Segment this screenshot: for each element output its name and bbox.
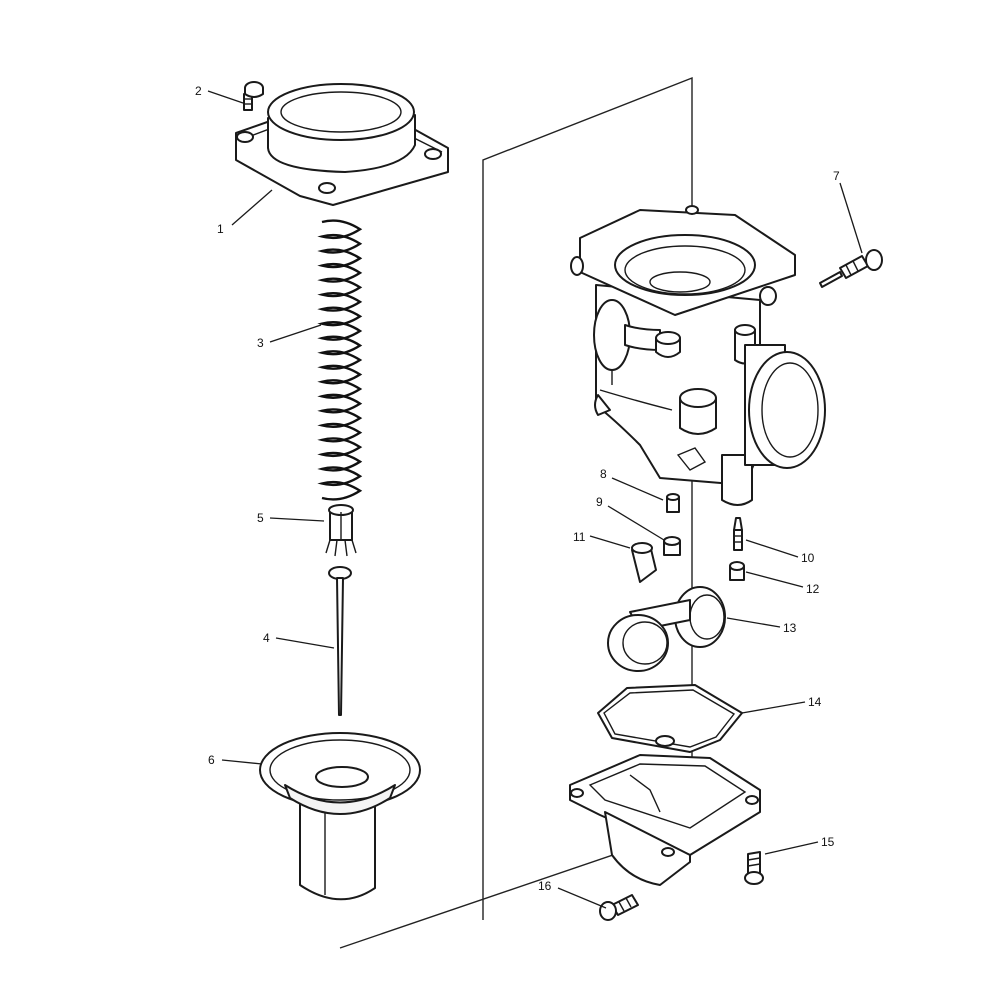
- callout-6: 6: [208, 753, 215, 767]
- callout-12: 12: [806, 582, 820, 596]
- float-bowl-gasket-part: [597, 684, 743, 753]
- callout-7: 7: [833, 169, 840, 183]
- callout-10: 10: [801, 551, 815, 565]
- bowl-screw-part: [744, 851, 764, 885]
- leader-11: [589, 535, 631, 549]
- callout-8: 8: [600, 467, 607, 481]
- leader-14: [741, 701, 806, 714]
- jet-holder-part: [663, 536, 681, 556]
- spring-part: [317, 219, 363, 501]
- diaphragm-slide-part: [259, 732, 421, 901]
- callout-15: 15: [821, 835, 835, 849]
- callout-labels: 1 2 3 4 5 6 7 8 9 10 11 12 13 14 15 16: [195, 84, 840, 893]
- leader-12: [745, 571, 804, 588]
- callout-9: 9: [596, 495, 603, 509]
- float-bowl-part: [569, 754, 761, 886]
- leader-3: [269, 324, 322, 343]
- needle-jet-part: [631, 542, 657, 583]
- callout-5: 5: [257, 511, 264, 525]
- leader-1: [231, 189, 273, 226]
- cover-screw-part: [243, 81, 264, 111]
- leader-8: [611, 477, 664, 501]
- leader-9: [607, 505, 665, 541]
- callout-11: 11: [573, 530, 586, 544]
- callout-2: 2: [195, 84, 202, 98]
- top-cover-part: [235, 83, 449, 206]
- leader-2: [207, 90, 244, 104]
- leader-4: [275, 637, 335, 649]
- leader-15: [764, 841, 819, 855]
- callout-1: 1: [217, 222, 224, 236]
- leader-10: [745, 539, 799, 558]
- callout-4: 4: [263, 631, 270, 645]
- pilot-screw-part: [819, 249, 883, 288]
- carburetor-body-part: [570, 205, 826, 506]
- float-needle-part: [733, 517, 743, 551]
- callout-13: 13: [783, 621, 797, 635]
- leader-5: [269, 517, 325, 522]
- callout-3: 3: [257, 336, 264, 350]
- callout-16: 16: [538, 879, 552, 893]
- main-jet-part: [729, 561, 745, 581]
- leader-6: [221, 759, 263, 765]
- needle-retainer-part: [325, 504, 357, 557]
- pilot-jet-part: [666, 493, 680, 513]
- float-part: [607, 586, 726, 672]
- assembly-guide-line: [339, 76, 693, 949]
- jet-needle-part: [328, 566, 352, 716]
- callout-14: 14: [808, 695, 822, 709]
- callout-leaders: [207, 90, 863, 909]
- leader-16: [557, 887, 607, 909]
- leader-7: [839, 182, 863, 254]
- leader-13: [726, 617, 781, 628]
